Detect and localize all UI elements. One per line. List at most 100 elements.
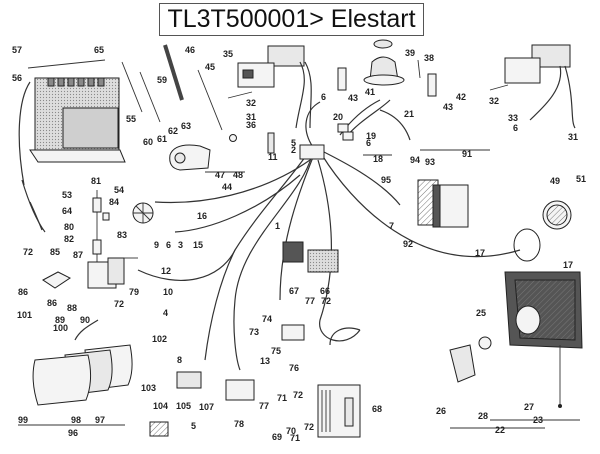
- part-label-103: 103: [141, 383, 156, 393]
- part-label-69: 69: [272, 432, 282, 442]
- part-label-76: 76: [289, 363, 299, 373]
- part-label-6c: 6: [513, 123, 518, 133]
- battery: [18, 59, 126, 186]
- part-label-12: 12: [161, 266, 171, 276]
- part-label-74: 74: [262, 314, 272, 324]
- wire-harness: [337, 99, 411, 141]
- part-label-20: 20: [333, 112, 343, 122]
- part-label-51: 51: [576, 174, 586, 184]
- part-label-32: 32: [246, 98, 256, 108]
- part-label-71: 71: [277, 393, 287, 403]
- switch-panel-right: [489, 44, 576, 129]
- part-label-8: 8: [177, 355, 182, 365]
- part-label-86: 86: [18, 287, 28, 297]
- part-label-47: 47: [215, 170, 225, 180]
- part-label-101: 101: [17, 310, 32, 320]
- part-label-92: 92: [403, 239, 413, 249]
- part-label-59: 59: [157, 75, 167, 85]
- part-label-6d: 6: [166, 240, 171, 250]
- part-label-17: 17: [475, 248, 485, 258]
- part-label-84: 84: [109, 197, 119, 207]
- connector-block: [176, 371, 202, 389]
- part-label-72: 72: [23, 247, 33, 257]
- part-label-45: 45: [205, 62, 215, 72]
- part-label-5b: 5: [191, 421, 196, 431]
- part-label-71b: 71: [290, 433, 300, 443]
- part-label-60: 60: [143, 137, 153, 147]
- part-label-9: 9: [154, 240, 159, 250]
- part-label-41: 41: [365, 87, 375, 97]
- part-label-42: 42: [456, 92, 466, 102]
- part-label-72e: 72: [304, 422, 314, 432]
- wiper-arm: [197, 69, 223, 131]
- voltage-rectifier: [317, 384, 361, 438]
- part-label-100: 100: [53, 323, 68, 333]
- part-label-63: 63: [181, 121, 191, 131]
- part-label-75: 75: [271, 346, 281, 356]
- part-label-88: 88: [67, 303, 77, 313]
- rod: [121, 61, 143, 113]
- ignition-switch: [363, 39, 405, 86]
- rear-reflector-light: [417, 179, 469, 228]
- part-label-67: 67: [289, 286, 299, 296]
- part-label-36: 36: [246, 120, 256, 130]
- flasher-relay: [281, 324, 305, 341]
- indicator-lamp: [513, 200, 572, 262]
- part-label-2: 2: [291, 145, 296, 155]
- part-label-25: 25: [476, 308, 486, 318]
- part-label-73: 73: [249, 327, 259, 337]
- part-label-31b: 31: [568, 132, 578, 142]
- main-wiring-loom: [137, 101, 521, 371]
- part-label-85: 85: [50, 247, 60, 257]
- part-label-33: 33: [508, 113, 518, 123]
- part-label-4: 4: [163, 308, 168, 318]
- part-label-28: 28: [478, 411, 488, 421]
- part-label-6b: 6: [366, 138, 371, 148]
- part-label-27: 27: [524, 402, 534, 412]
- part-label-54: 54: [114, 185, 124, 195]
- part-label-35: 35: [223, 49, 233, 59]
- part-label-104: 104: [153, 401, 168, 411]
- part-label-83: 83: [117, 230, 127, 240]
- part-label-95: 95: [381, 175, 391, 185]
- part-label-3: 3: [178, 240, 183, 250]
- part-label-32b: 32: [489, 96, 499, 106]
- fuse-pad: [149, 421, 169, 437]
- starter-relay: [225, 379, 255, 401]
- part-label-31: 31: [246, 112, 256, 122]
- part-label-22: 22: [495, 425, 505, 435]
- part-label-77: 77: [305, 296, 315, 306]
- switch-panel: [227, 45, 312, 129]
- part-label-90: 90: [80, 315, 90, 325]
- ht-lead: [92, 190, 110, 262]
- part-label-65: 65: [94, 45, 104, 55]
- part-label-57: 57: [12, 45, 22, 55]
- part-label-89: 89: [55, 315, 65, 325]
- part-label-81: 81: [91, 176, 101, 186]
- part-label-19: 19: [366, 131, 376, 141]
- part-label-82: 82: [64, 234, 74, 244]
- part-label-66: 66: [320, 286, 330, 296]
- part-label-6: 6: [321, 92, 326, 102]
- part-label-105: 105: [176, 401, 191, 411]
- diagram-title: TL3T500001> Elestart: [159, 3, 424, 36]
- part-label-79: 79: [129, 287, 139, 297]
- part-label-16: 16: [197, 211, 207, 221]
- part-label-23: 23: [533, 415, 543, 425]
- part-label-38: 38: [424, 53, 434, 63]
- part-label-43: 43: [348, 93, 358, 103]
- part-label-55: 55: [126, 114, 136, 124]
- part-label-62: 62: [168, 126, 178, 136]
- part-label-10: 10: [163, 287, 173, 297]
- part-label-94: 94: [410, 155, 420, 165]
- part-label-56: 56: [12, 73, 22, 83]
- part-label-44: 44: [222, 182, 232, 192]
- part-label-91: 91: [462, 149, 472, 159]
- part-label-80: 80: [64, 222, 74, 232]
- part-label-15: 15: [193, 240, 203, 250]
- part-label-96: 96: [68, 428, 78, 438]
- part-label-68: 68: [372, 404, 382, 414]
- part-label-17b: 17: [563, 260, 573, 270]
